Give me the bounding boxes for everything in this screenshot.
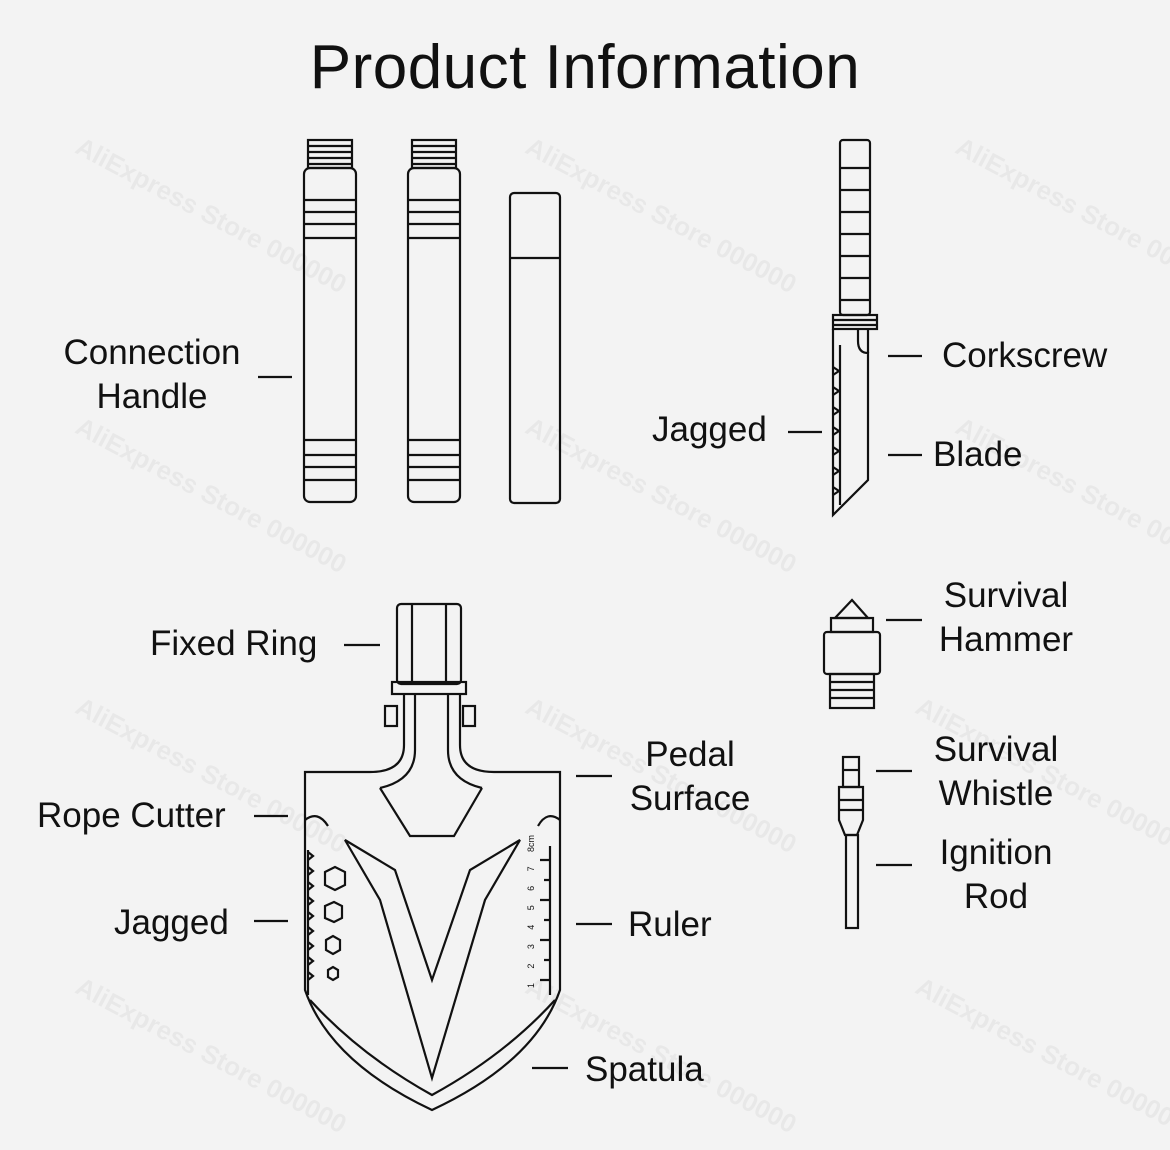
page-title: Product Information bbox=[309, 33, 861, 102]
label-blade: Blade bbox=[933, 435, 1023, 474]
ruler-mark: 4 bbox=[526, 925, 536, 930]
ruler-mark: 7 bbox=[526, 866, 536, 871]
ruler-mark: 2 bbox=[526, 964, 536, 969]
ruler-mark: 3 bbox=[526, 944, 536, 949]
label-spatula: Spatula bbox=[585, 1050, 704, 1089]
ruler-marks: 8cm 7 6 5 4 3 2 1 bbox=[526, 835, 536, 988]
label-rope-cutter: Rope Cutter bbox=[37, 796, 226, 835]
ruler-mark: 8cm bbox=[526, 835, 536, 852]
end-handle bbox=[508, 191, 562, 505]
knife-blade bbox=[831, 138, 879, 518]
label-jagged-bottom: Jagged bbox=[114, 903, 229, 942]
label-ruler: Ruler bbox=[628, 905, 712, 944]
label-fixed-ring: Fixed Ring bbox=[150, 624, 318, 663]
ruler-mark: 1 bbox=[526, 983, 536, 988]
connection-handle-1 bbox=[302, 138, 358, 504]
label-jagged-top: Jagged bbox=[652, 410, 767, 449]
shovel-head bbox=[303, 602, 562, 1112]
connection-handle-2 bbox=[406, 138, 462, 504]
label-corkscrew: Corkscrew bbox=[942, 336, 1108, 375]
whistle-ignition-rod bbox=[837, 755, 865, 930]
ruler-mark: 6 bbox=[526, 886, 536, 891]
ruler-mark: 5 bbox=[526, 905, 536, 910]
survival-hammer bbox=[822, 598, 882, 710]
leader-lines bbox=[254, 354, 922, 1070]
